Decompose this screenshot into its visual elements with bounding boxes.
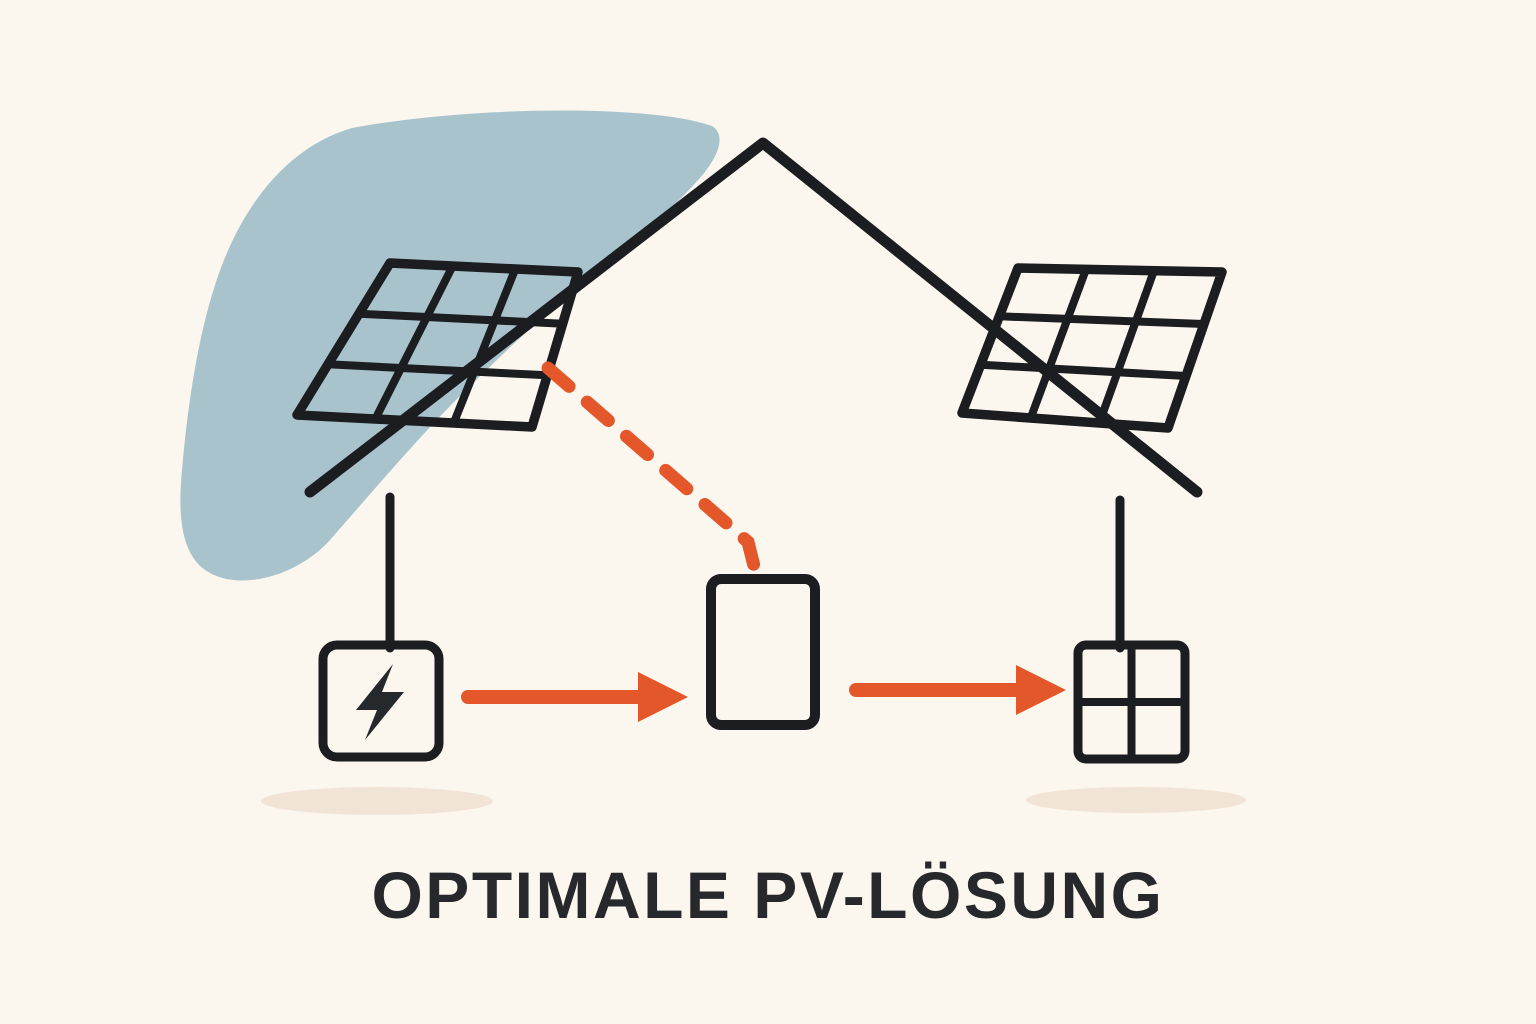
house-roofline — [304, 137, 1203, 498]
inverter-box — [706, 574, 820, 730]
solar-panel-left — [292, 258, 583, 432]
solar-panel-right — [957, 263, 1227, 433]
flow-arrow-1-head — [638, 672, 688, 722]
meter-box — [1073, 640, 1190, 764]
battery-box — [318, 640, 444, 762]
solar-panel-right-grid — [976, 265, 1208, 427]
ground-shadow-left — [261, 787, 493, 815]
sky-blob — [180, 110, 720, 581]
lightning-bolt-icon — [356, 664, 404, 740]
flow-arrow-2 — [849, 665, 1066, 715]
flow-arrow-2-head — [1016, 665, 1066, 715]
grid-2x2-icon — [1075, 642, 1188, 762]
flow-arrow-1 — [461, 672, 688, 722]
caption-title: OPTIMALE PV-LÖSUNG — [371, 858, 1164, 932]
solar-panel-left-grid — [324, 262, 567, 427]
panel-to-inverter-dashed-line — [541, 361, 762, 577]
ground-shadow-right — [1026, 787, 1246, 813]
